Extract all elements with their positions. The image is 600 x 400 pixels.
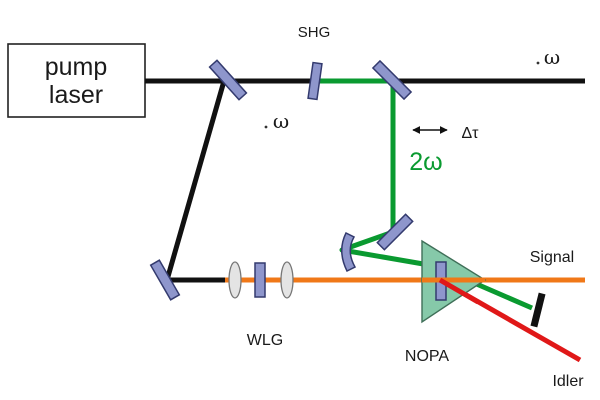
wlg-label: WLG xyxy=(247,332,283,349)
wlg-lens-1 xyxy=(228,261,242,299)
omega-mid-label: ω xyxy=(273,109,289,133)
omega-top-label: ω xyxy=(544,45,560,69)
nopa-label: NOPA xyxy=(405,348,449,365)
idler-beam-start xyxy=(438,277,480,305)
two-omega-label: 2ω xyxy=(409,148,442,176)
pump-beam-branch xyxy=(164,80,227,283)
shg-label: SHG xyxy=(298,24,331,41)
omega-top-dot xyxy=(536,61,540,65)
idler-label: Idler xyxy=(552,373,584,390)
signal-label: Signal xyxy=(530,249,574,266)
shg-crystal xyxy=(307,61,323,101)
pump-label-line2: laser xyxy=(49,81,103,109)
wlg-lens-2 xyxy=(280,261,294,299)
omega-mid-dot xyxy=(264,125,268,129)
beam-dump xyxy=(530,292,546,328)
delay-output-mirror xyxy=(376,213,414,251)
delta-tau-label: Δτ xyxy=(461,125,479,142)
wlg-crystal xyxy=(254,262,266,298)
wlg-optics xyxy=(228,261,294,299)
dichroic-mirror xyxy=(371,59,413,101)
folding-mirror xyxy=(149,259,181,301)
beam-paths xyxy=(145,78,585,363)
beam-splitter-mirror xyxy=(208,59,248,101)
pump-label-line1: pump xyxy=(45,53,108,81)
pump-laser-box xyxy=(7,43,146,118)
curved-focusing-mirror xyxy=(341,231,357,273)
